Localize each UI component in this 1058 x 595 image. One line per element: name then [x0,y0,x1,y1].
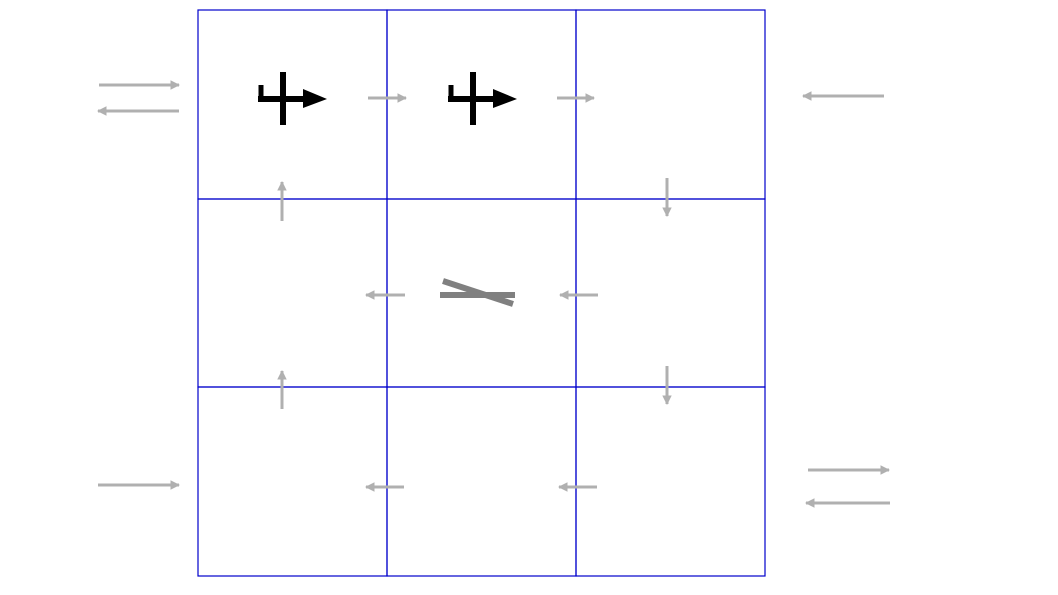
crossed-track-piece[interactable] [440,278,515,307]
board-cell[interactable] [197,386,388,577]
cross-arrow-piece[interactable] [448,72,517,125]
cross-arrow-right-icon [258,72,327,125]
board-cell[interactable] [575,386,766,577]
board-cell[interactable] [197,9,388,200]
board-cell[interactable] [575,198,766,388]
flow-arrows [97,80,890,508]
board-cell[interactable] [197,198,388,388]
board-cell[interactable] [386,386,577,577]
cross-arrow-piece[interactable] [258,72,327,125]
board-cell[interactable] [575,9,766,200]
board-cell[interactable] [386,9,577,200]
board-grid [197,9,766,577]
cross-arrow-right-icon [448,72,517,125]
crossed-track-icon [440,278,515,307]
